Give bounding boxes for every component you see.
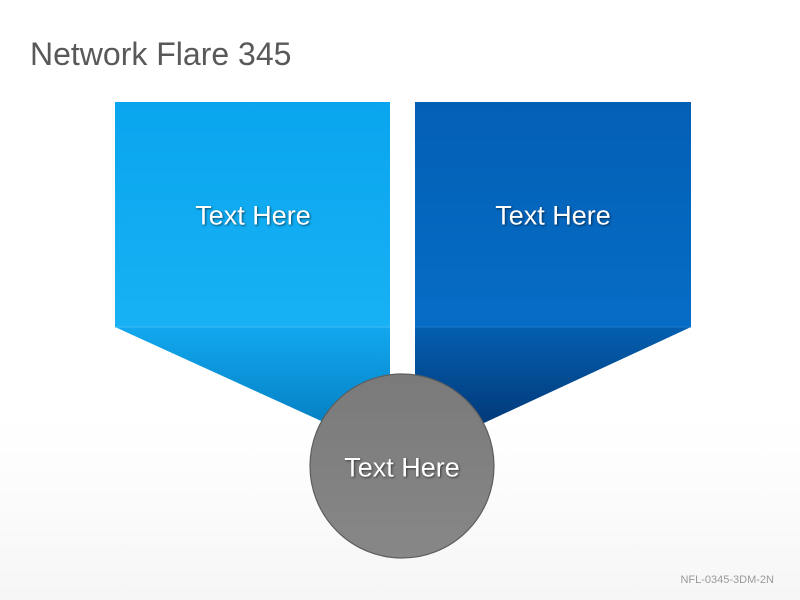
center-circle [309,373,495,559]
left-box-flap [115,327,390,425]
right-box-label: Text Here [495,200,611,231]
slide-code: NFL-0345-3DM-2N [680,574,774,586]
left-box-label: Text Here [195,200,311,231]
right-box [415,102,691,327]
right-box-flap [415,327,691,423]
left-box [115,102,390,327]
center-circle-label: Text Here [344,452,460,483]
page-title: Network Flare 345 [30,36,292,72]
